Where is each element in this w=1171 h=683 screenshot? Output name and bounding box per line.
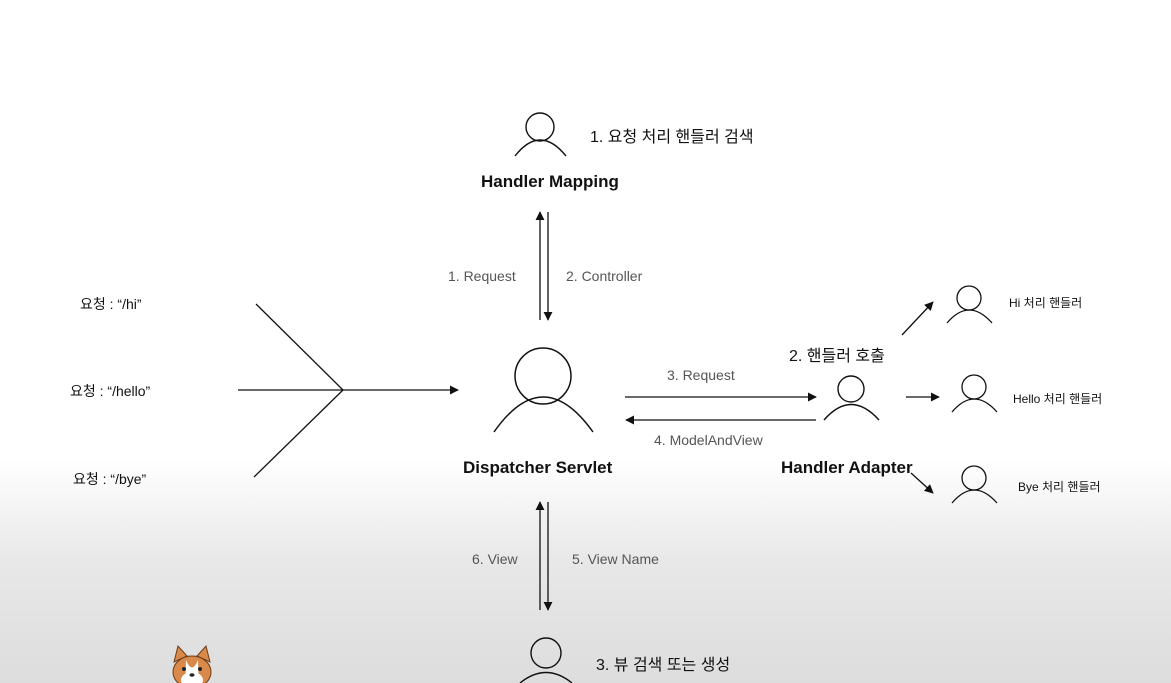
bye-handler-person-icon — [951, 465, 998, 504]
request-hi-label: 요청 : “/hi” — [80, 296, 142, 312]
dispatcher-person-icon — [493, 347, 594, 433]
view-step-label: 3. 뷰 검색 또는 생성 — [596, 657, 731, 674]
bye-handler-label: Bye 처리 핸들러 — [1018, 480, 1101, 494]
model-and-view-label: 4. ModelAndView — [654, 432, 763, 448]
corgi-icon — [172, 644, 212, 683]
adapter-to-hi-arrow — [901, 301, 934, 336]
handler-mapping-step-label: 1. 요청 처리 핸들러 검색 — [590, 129, 754, 146]
view-name-label: 5. View Name — [572, 551, 659, 567]
view-person-icon — [519, 637, 573, 683]
controller-back-label: 2. Controller — [566, 268, 643, 284]
handler-mapping-person-icon — [514, 112, 567, 157]
request-to-adapter-label: 3. Request — [667, 367, 735, 383]
dispatcher-name: Dispatcher Servlet — [463, 458, 613, 477]
hello-handler-label: Hello 처리 핸들러 — [1013, 392, 1103, 406]
view-back-label: 6. View — [472, 551, 518, 567]
handler-adapter-step-label: 2. 핸들러 호출 — [789, 348, 885, 365]
handler-adapter-name: Handler Adapter — [781, 458, 913, 477]
hello-handler-person-icon — [951, 374, 998, 413]
request-hello-label: 요청 : “/hello” — [70, 383, 151, 399]
hi-handler-label: Hi 처리 핸들러 — [1009, 296, 1083, 310]
request-fan-lines — [238, 303, 459, 478]
request-bye-label: 요청 : “/bye” — [73, 471, 147, 487]
adapter-to-bye-arrow — [910, 472, 934, 494]
hi-handler-person-icon — [946, 285, 993, 324]
handler-mapping-name: Handler Mapping — [481, 172, 619, 191]
request-to-mapping-label: 1. Request — [448, 268, 516, 284]
handler-adapter-person-icon — [823, 375, 880, 421]
